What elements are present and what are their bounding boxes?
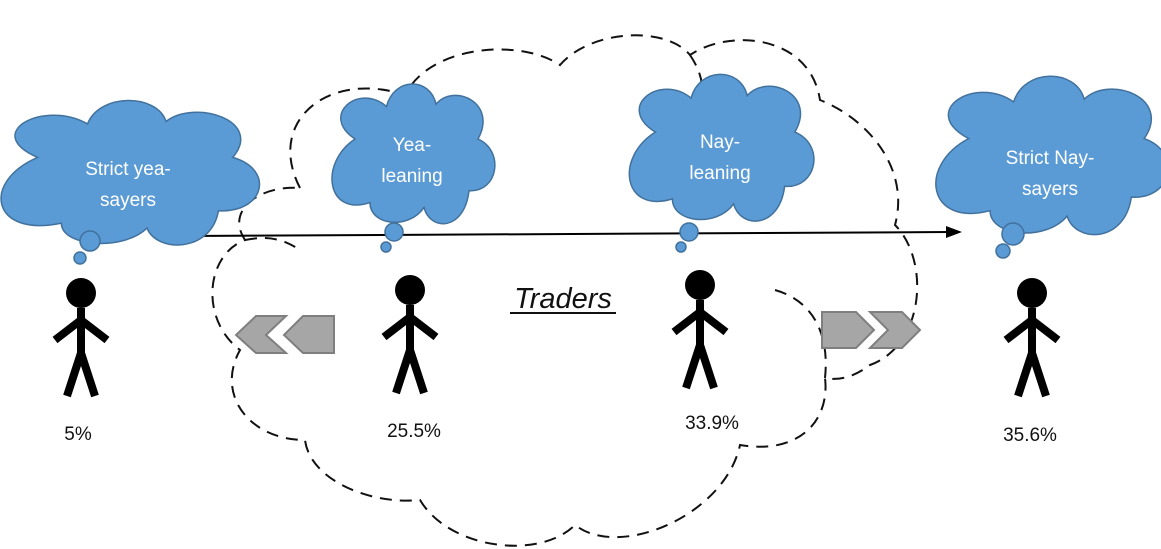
stick-figure-icon (52, 278, 110, 398)
thought-bubble-dot (679, 222, 699, 242)
stick-figure-icon (381, 275, 439, 395)
stick-figure-limb (1003, 316, 1035, 344)
thought-bubble-dot (73, 251, 87, 265)
group-percent: 35.6% (1003, 425, 1057, 446)
arrowhead-right (946, 226, 962, 238)
thought-cloud (935, 75, 1161, 236)
thought-bubble-dot (995, 243, 1011, 259)
stick-figure-limb (407, 313, 439, 341)
stick-figure-head (66, 278, 96, 308)
thought-bubble-dot (380, 241, 392, 253)
stick-figure-limb (63, 351, 85, 398)
thought-bubble-dot (384, 222, 404, 242)
thought-bubble-dot (675, 241, 687, 253)
trader-group: Nay-leaning 33.9% (628, 73, 815, 434)
group-percent: 33.9% (685, 413, 739, 434)
thought-cloud-label: sayers (1022, 179, 1078, 200)
traders-title: Traders (514, 283, 612, 315)
thought-cloud-label: Yea- (393, 135, 431, 156)
thought-cloud-label: Strict yea- (85, 159, 171, 180)
stick-figure-limb (671, 308, 703, 336)
left-drift-chevrons (234, 315, 335, 354)
groups-layer: Strict yea-sayers 5% Yea-leaning 25.5% Nay-l… (0, 73, 1161, 446)
thought-bubble-dot (1001, 222, 1025, 246)
thought-cloud (0, 99, 261, 246)
stick-figure-head (395, 275, 425, 305)
stick-figure-limb (392, 348, 414, 395)
stick-figure-limb (1014, 351, 1036, 398)
thought-cloud-label: leaning (381, 166, 442, 187)
thought-cloud-label: sayers (100, 190, 156, 211)
traders-cloud-inner-arc-2 (774, 289, 827, 379)
spectrum-arrow (174, 226, 962, 242)
group-percent: 5% (64, 424, 92, 445)
stick-figure-limb (682, 343, 704, 390)
stick-figure-limb (78, 316, 110, 344)
trader-group: Yea-leaning 25.5% (331, 83, 496, 442)
thought-cloud (331, 83, 496, 225)
stick-figure-limb (697, 308, 729, 336)
trader-group: Strict Nay-sayers 35.6% (935, 75, 1161, 446)
group-percent: 25.5% (387, 421, 441, 442)
stick-figure-limb (77, 351, 99, 398)
chevron-left-icon (234, 315, 289, 354)
stick-figure-limb (1029, 316, 1061, 344)
trader-group: Strict yea-sayers 5% (0, 99, 261, 445)
stick-figure-limb (696, 343, 718, 390)
stick-figure-limb (406, 348, 428, 395)
stick-figure-icon (1003, 278, 1061, 398)
stick-figure-icon (671, 270, 729, 390)
stick-figure-limb (381, 313, 413, 341)
thought-cloud-label: Strict Nay- (1006, 148, 1095, 169)
traders-cloud-inner-arc-3 (244, 237, 301, 251)
traders-dashed-cloud (211, 34, 919, 547)
stick-figure-limb (52, 316, 84, 344)
pentagon-arrow-right-icon (821, 311, 876, 349)
thought-cloud-label: leaning (689, 163, 750, 184)
stick-figure-head (685, 270, 715, 300)
right-drift-chevrons (821, 311, 922, 349)
thought-bubble-dot (79, 230, 101, 252)
chevron-right-icon (867, 311, 922, 349)
thought-cloud-label: Nay- (700, 132, 740, 153)
thought-cloud (628, 73, 815, 222)
pentagon-arrow-left-icon (282, 315, 335, 354)
stick-figure-limb (1028, 351, 1050, 398)
stick-figure-head (1017, 278, 1047, 308)
